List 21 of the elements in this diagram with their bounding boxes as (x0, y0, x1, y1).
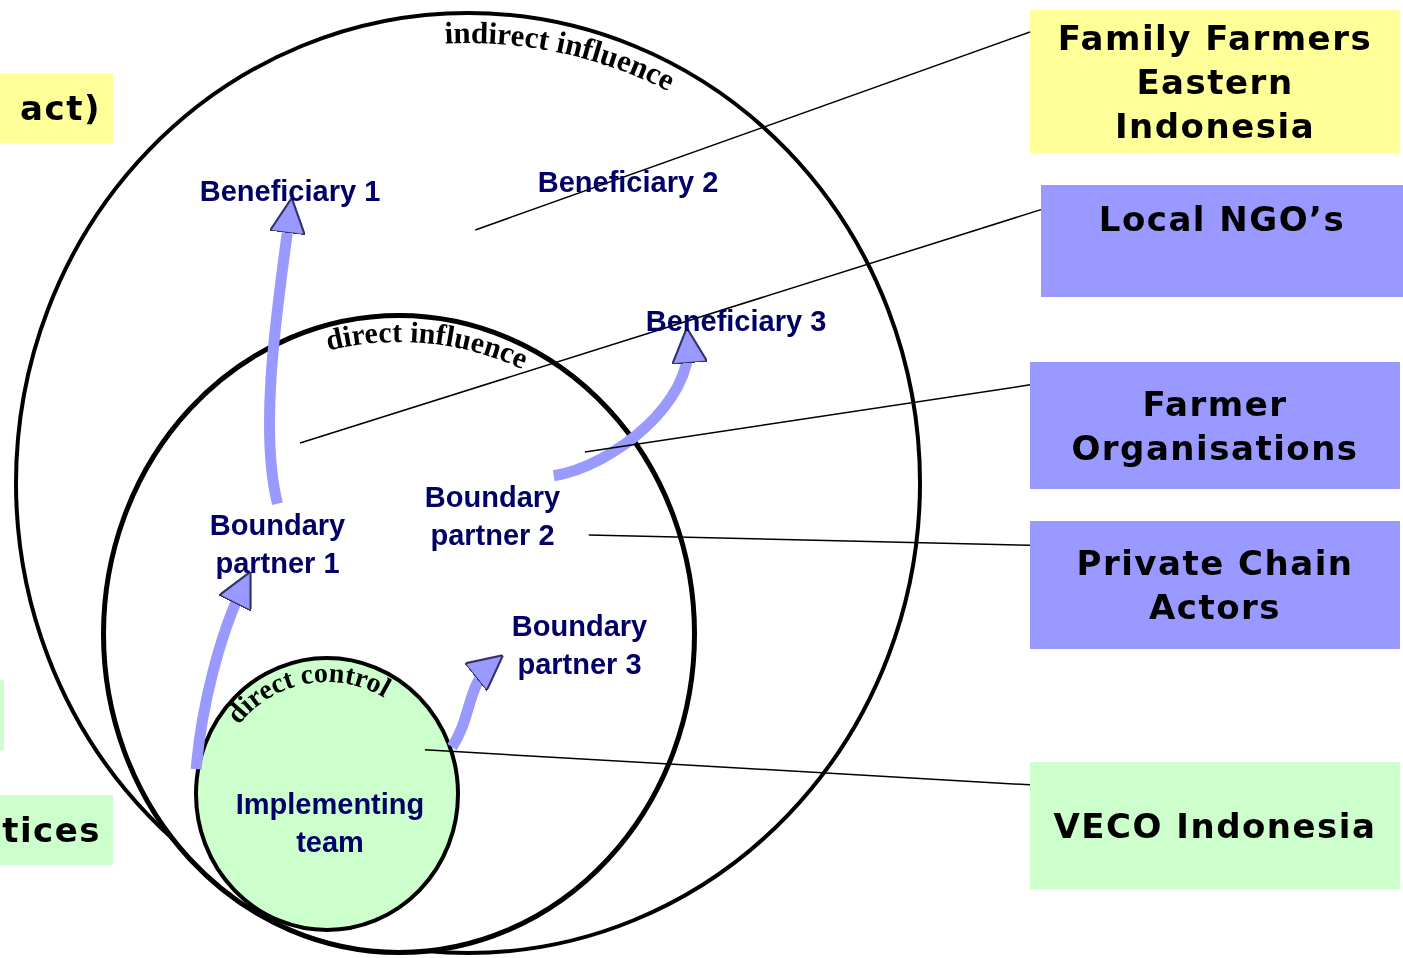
ring-label: direct influence (322, 314, 534, 375)
partner-label: Boundary partner 3 (492, 607, 667, 683)
category-box: tices (0, 795, 113, 865)
leader-line (588, 534, 1031, 547)
curved-arrow (447, 653, 504, 750)
curved-arrow (264, 196, 306, 505)
beneficiary-label: Beneficiary 1 (170, 172, 410, 210)
category-box: Family Farmers Eastern Indonesia (1030, 10, 1400, 153)
team-label: Implementing team (234, 787, 426, 860)
category-box: VECO Indonesia (1030, 762, 1400, 889)
leader-line (584, 384, 1031, 453)
category-box: Private Chain Actors (1030, 521, 1400, 649)
leader-line (424, 749, 1031, 786)
leader-line (474, 31, 1031, 231)
category-box: Local NGO’s (1041, 185, 1403, 297)
category-box: Farmer Organisations (1030, 362, 1400, 489)
partner-label: Boundary partner 2 (405, 478, 580, 554)
curved-arrow (190, 570, 253, 770)
partner-label: Boundary partner 1 (190, 506, 365, 582)
category-box: act) (0, 73, 113, 143)
leader-line (299, 208, 1042, 444)
